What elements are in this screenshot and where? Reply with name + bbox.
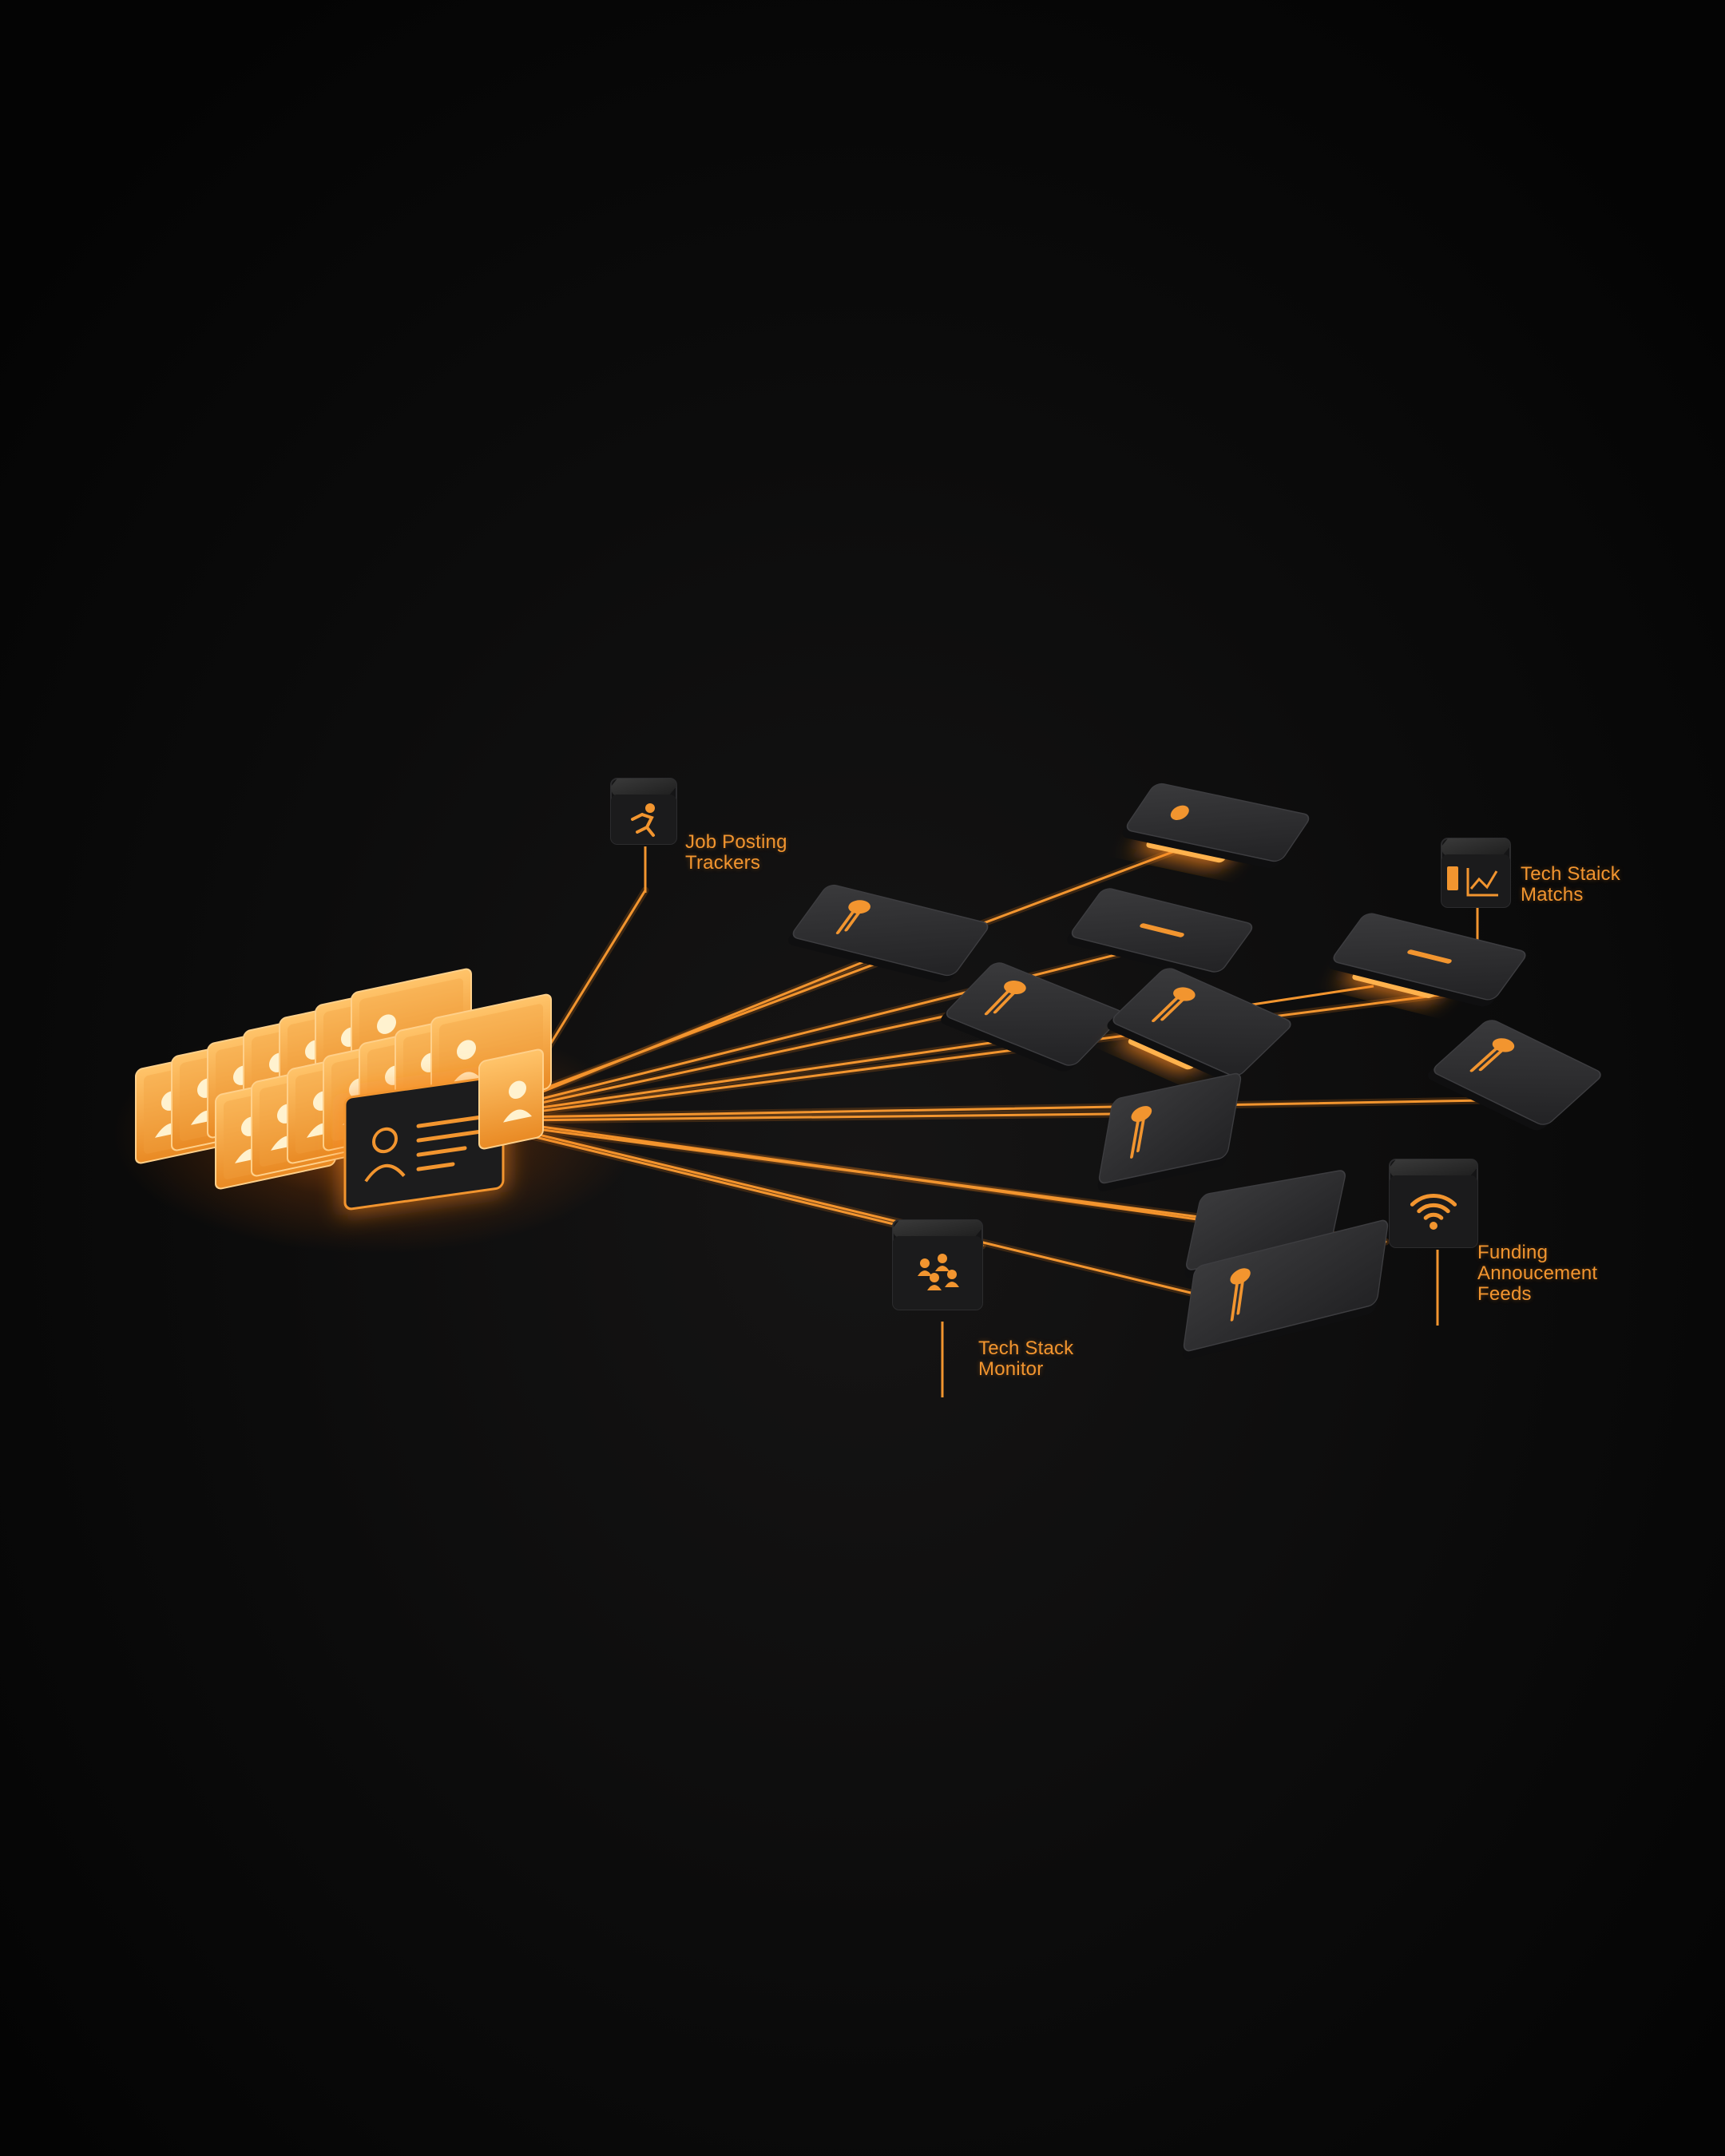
text-line	[416, 1146, 467, 1157]
output-cards	[788, 783, 1601, 1360]
signal-card	[941, 962, 1123, 1072]
tech-stack-matches-node	[1441, 838, 1511, 908]
team-icon	[918, 1254, 959, 1290]
text-line	[416, 1114, 491, 1128]
chart-icon	[1447, 866, 1498, 897]
text-line	[416, 1162, 455, 1171]
signal-card	[788, 884, 989, 983]
signal-card	[1428, 1020, 1601, 1131]
profile-card-stack	[112, 968, 639, 1254]
funding-announcement-feeds-node	[1389, 1159, 1478, 1248]
tech-stack-monitor-node	[892, 1219, 983, 1310]
pin-icon	[1230, 1268, 1251, 1285]
signal-card	[1067, 888, 1253, 979]
user-icon	[372, 1127, 398, 1154]
connector-line	[518, 989, 1479, 1116]
pin-icon	[1131, 1106, 1152, 1122]
dot-icon	[1170, 805, 1189, 820]
profile-card	[478, 1048, 544, 1150]
running-person-icon	[631, 803, 655, 837]
tech-stack-matches-label: Tech Staick Matchs	[1521, 863, 1620, 906]
connector-line	[518, 1099, 1487, 1119]
job-posting-trackers-label: Job Posting Trackers	[685, 831, 787, 874]
funding-announcement-feeds-label: Funding Annoucement Feeds	[1477, 1242, 1598, 1305]
connector-line	[1241, 985, 1374, 1008]
tech-stack-monitor-label: Tech Stack Monitor	[978, 1338, 1074, 1380]
signal-card	[1183, 1219, 1389, 1360]
signal-card	[1122, 783, 1310, 869]
wifi-icon	[1410, 1194, 1457, 1230]
bar-icon	[1140, 923, 1184, 937]
profile-card-front	[340, 1071, 508, 1215]
signal-card	[1107, 968, 1291, 1082]
signal-card	[1097, 1072, 1242, 1192]
signal-card	[1329, 913, 1526, 1007]
user-icon	[457, 1040, 476, 1060]
source-nodes	[610, 778, 1511, 1310]
job-posting-trackers-node	[610, 778, 677, 845]
user-icon	[377, 1014, 396, 1034]
bar-icon	[1407, 949, 1452, 964]
text-line	[416, 1129, 482, 1143]
